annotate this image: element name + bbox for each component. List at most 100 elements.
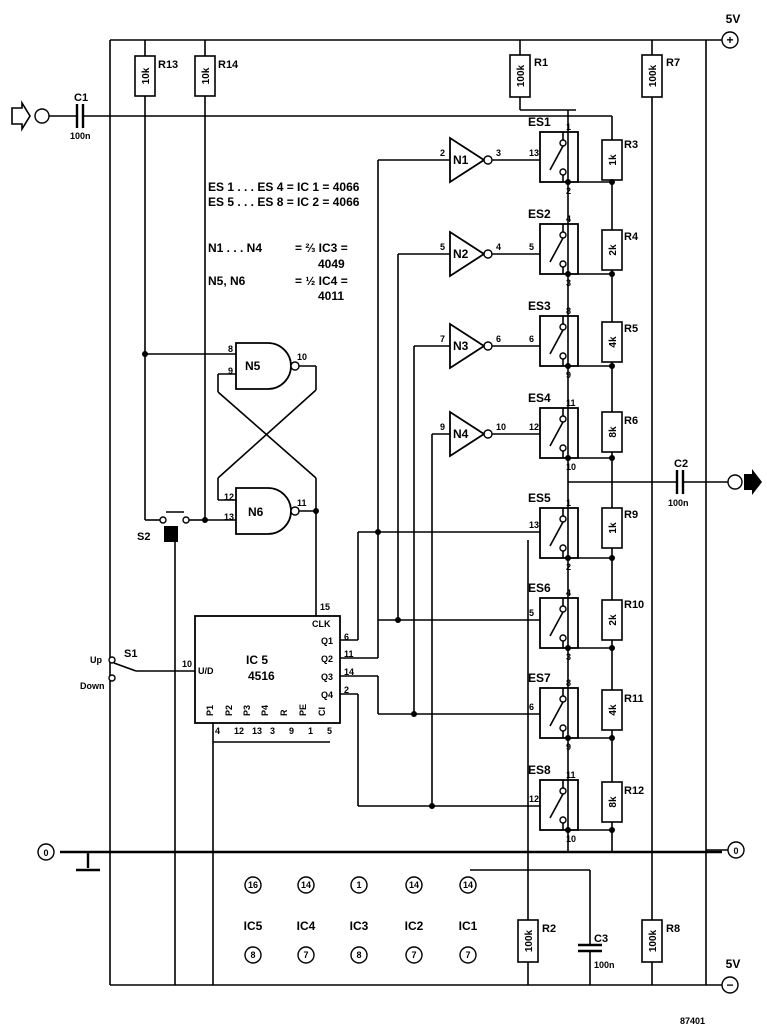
svg-text:N2: N2	[453, 247, 469, 261]
r8-resistor: 100k R8	[641, 919, 680, 963]
svg-text:4: 4	[496, 242, 501, 252]
svg-text:P2: P2	[224, 705, 234, 716]
svg-text:3: 3	[270, 726, 275, 736]
svg-text:12: 12	[234, 726, 244, 736]
svg-text:N5: N5	[245, 359, 261, 373]
svg-text:4k: 4k	[608, 704, 619, 716]
svg-text:Q3: Q3	[321, 672, 333, 682]
svg-text:1k: 1k	[608, 522, 619, 534]
svg-text:N5, N6: N5, N6	[208, 274, 246, 288]
r4-resistor: 2k R4	[601, 229, 639, 271]
svg-text:8: 8	[250, 950, 255, 960]
svg-text:11: 11	[344, 649, 354, 659]
svg-text:12: 12	[529, 794, 539, 804]
svg-text:R3: R3	[624, 139, 638, 151]
svg-text:7: 7	[303, 950, 308, 960]
svg-text:R7: R7	[666, 57, 680, 69]
svg-text:7: 7	[465, 950, 470, 960]
svg-text:13: 13	[529, 148, 539, 158]
svg-text:ES 5 . . . ES 8 = IC 2 = 4066: ES 5 . . . ES 8 = IC 2 = 4066	[208, 195, 360, 209]
svg-text:Down: Down	[80, 681, 105, 691]
svg-text:9: 9	[228, 366, 233, 376]
svg-text:4011: 4011	[318, 289, 344, 303]
svg-text:1: 1	[308, 726, 313, 736]
input-terminal	[34, 108, 50, 124]
r13-resistor: 10k R13	[134, 55, 178, 97]
svg-text:N3: N3	[453, 339, 469, 353]
svg-text:R2: R2	[542, 923, 556, 935]
svg-text:Q1: Q1	[321, 636, 333, 646]
svg-text:10: 10	[496, 422, 506, 432]
svg-text:2k: 2k	[608, 244, 619, 256]
svg-text:R: R	[279, 709, 289, 716]
svg-text:Q2: Q2	[321, 654, 333, 664]
ground-terminal-right: 0	[706, 841, 745, 859]
svg-text:100k: 100k	[648, 64, 659, 87]
svg-text:0: 0	[43, 848, 48, 858]
svg-text:R5: R5	[624, 323, 638, 335]
svg-text:R4: R4	[624, 231, 639, 243]
svg-text:Up: Up	[90, 655, 102, 665]
svg-text:R13: R13	[158, 59, 178, 71]
svg-text:100n: 100n	[594, 960, 615, 970]
r14-resistor: 10k R14	[194, 55, 239, 97]
svg-text:4k: 4k	[608, 336, 619, 348]
r9-resistor: 1k R9	[601, 507, 638, 549]
r1-resistor: 100k R1	[509, 54, 548, 98]
svg-text:100n: 100n	[668, 498, 689, 508]
svg-text:N6: N6	[248, 505, 264, 519]
svg-text:R1: R1	[534, 57, 548, 69]
svg-text:IC 5: IC 5	[246, 653, 268, 667]
svg-text:5: 5	[440, 242, 445, 252]
svg-text:CI: CI	[317, 707, 327, 716]
r3-resistor: 1k R3	[601, 139, 638, 181]
svg-text:12: 12	[224, 492, 234, 502]
svg-text:R11: R11	[624, 693, 644, 705]
svg-text:4516: 4516	[248, 669, 275, 683]
svg-text:C3: C3	[594, 933, 608, 945]
c1-capacitor: C1 100n	[70, 92, 91, 141]
svg-text:CLK: CLK	[312, 619, 331, 629]
svg-text:IC1: IC1	[459, 919, 478, 933]
svg-text:C2: C2	[674, 458, 688, 470]
s1-updown-switch: S1 Up Down	[80, 648, 195, 691]
svg-text:= ½ IC4 =: = ½ IC4 =	[295, 274, 348, 288]
svg-text:10: 10	[182, 659, 192, 669]
svg-text:5: 5	[327, 726, 332, 736]
output-arrow-icon	[744, 469, 762, 495]
svg-text:14: 14	[301, 880, 311, 890]
svg-text:10: 10	[297, 352, 307, 362]
svg-text:100n: 100n	[70, 131, 91, 141]
svg-text:4049: 4049	[318, 257, 345, 271]
svg-text:S2: S2	[137, 531, 150, 543]
r10-resistor: 2k R10	[601, 599, 644, 641]
r6-resistor: 8k R6	[601, 411, 638, 453]
svg-text:11: 11	[566, 770, 576, 780]
svg-text:N1: N1	[453, 153, 469, 167]
svg-text:8k: 8k	[608, 796, 619, 808]
svg-text:ES1: ES1	[528, 115, 551, 129]
output-terminal	[727, 474, 743, 490]
svg-text:ES8: ES8	[528, 763, 551, 777]
svg-text:P4: P4	[260, 705, 270, 716]
svg-text:IC5: IC5	[244, 919, 263, 933]
pos-supply-terminal: + 5V	[721, 12, 740, 49]
svg-text:R9: R9	[624, 509, 638, 521]
svg-text:14: 14	[463, 880, 473, 890]
ground-terminal-left: 0	[37, 843, 100, 872]
svg-text:R6: R6	[624, 415, 638, 427]
svg-text:11: 11	[297, 498, 307, 508]
svg-text:−: −	[726, 978, 733, 992]
s2-pushbutton: S2	[137, 511, 205, 985]
